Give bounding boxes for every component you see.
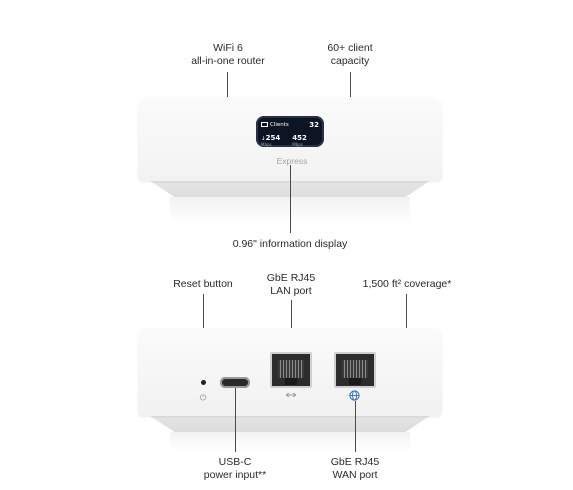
leader-lan <box>291 300 292 353</box>
screen-clients-row: Clients 32 <box>261 121 319 129</box>
callout-usbc-line1: USB-C <box>218 456 252 468</box>
information-display: Clients 32 ↓254 Mbps 452 Mbps <box>256 116 324 147</box>
callout-router-line2: all-in-one router <box>191 55 265 67</box>
leader-display <box>290 165 291 233</box>
lan-port-tab <box>285 378 297 385</box>
wan-port-contacts <box>342 360 368 378</box>
leader-router <box>227 72 228 98</box>
callout-lan-line1: GbE RJ45 <box>266 272 316 284</box>
screen-download: 254 <box>265 134 281 142</box>
callout-capacity-line2: capacity <box>330 55 370 67</box>
wan-port-tab <box>349 378 361 385</box>
globe-icon <box>349 390 360 401</box>
usbc-port <box>220 377 250 388</box>
lan-arrows-icon <box>285 392 297 398</box>
screen-title: Clients <box>270 122 289 128</box>
lan-port <box>270 352 312 388</box>
callout-usbc: USB-C power input** <box>190 456 280 482</box>
wan-port <box>334 352 376 388</box>
screen-upload: 452 <box>292 134 307 142</box>
callout-wan-line2: WAN port <box>332 469 378 481</box>
screen-download-unit: Mbps <box>261 142 272 147</box>
leader-usbc <box>235 388 236 452</box>
back-device-reflection <box>170 432 410 452</box>
leader-coverage <box>406 294 407 328</box>
callout-router-line1: WiFi 6 <box>213 42 243 54</box>
brand-label: Express <box>276 156 308 166</box>
callout-wan-line1: GbE RJ45 <box>330 456 380 468</box>
callout-router: WiFi 6 all-in-one router <box>178 42 278 68</box>
power-reset-icon <box>199 393 207 401</box>
clients-icon <box>261 122 268 127</box>
callout-capacity-line1: 60+ client <box>327 42 373 54</box>
callout-wan: GbE RJ45 WAN port <box>314 456 396 482</box>
callout-lan: GbE RJ45 LAN port <box>250 272 332 298</box>
callout-usbc-line2: power input** <box>203 469 267 481</box>
leader-capacity <box>350 72 351 98</box>
callout-display: 0.96" information display <box>232 238 348 250</box>
callout-coverage: 1,500 ft² coverage* <box>362 278 452 290</box>
screen-upload-unit: Mbps <box>292 142 303 147</box>
callout-lan-line2: LAN port <box>270 285 312 297</box>
lan-port-contacts <box>278 360 304 378</box>
screen-throughput-row: ↓254 Mbps 452 Mbps <box>261 134 307 147</box>
leader-wan <box>355 401 356 452</box>
callout-reset: Reset button <box>173 278 233 290</box>
reset-button <box>201 380 206 385</box>
screen-count: 32 <box>309 121 319 129</box>
callout-capacity: 60+ client capacity <box>310 42 390 68</box>
